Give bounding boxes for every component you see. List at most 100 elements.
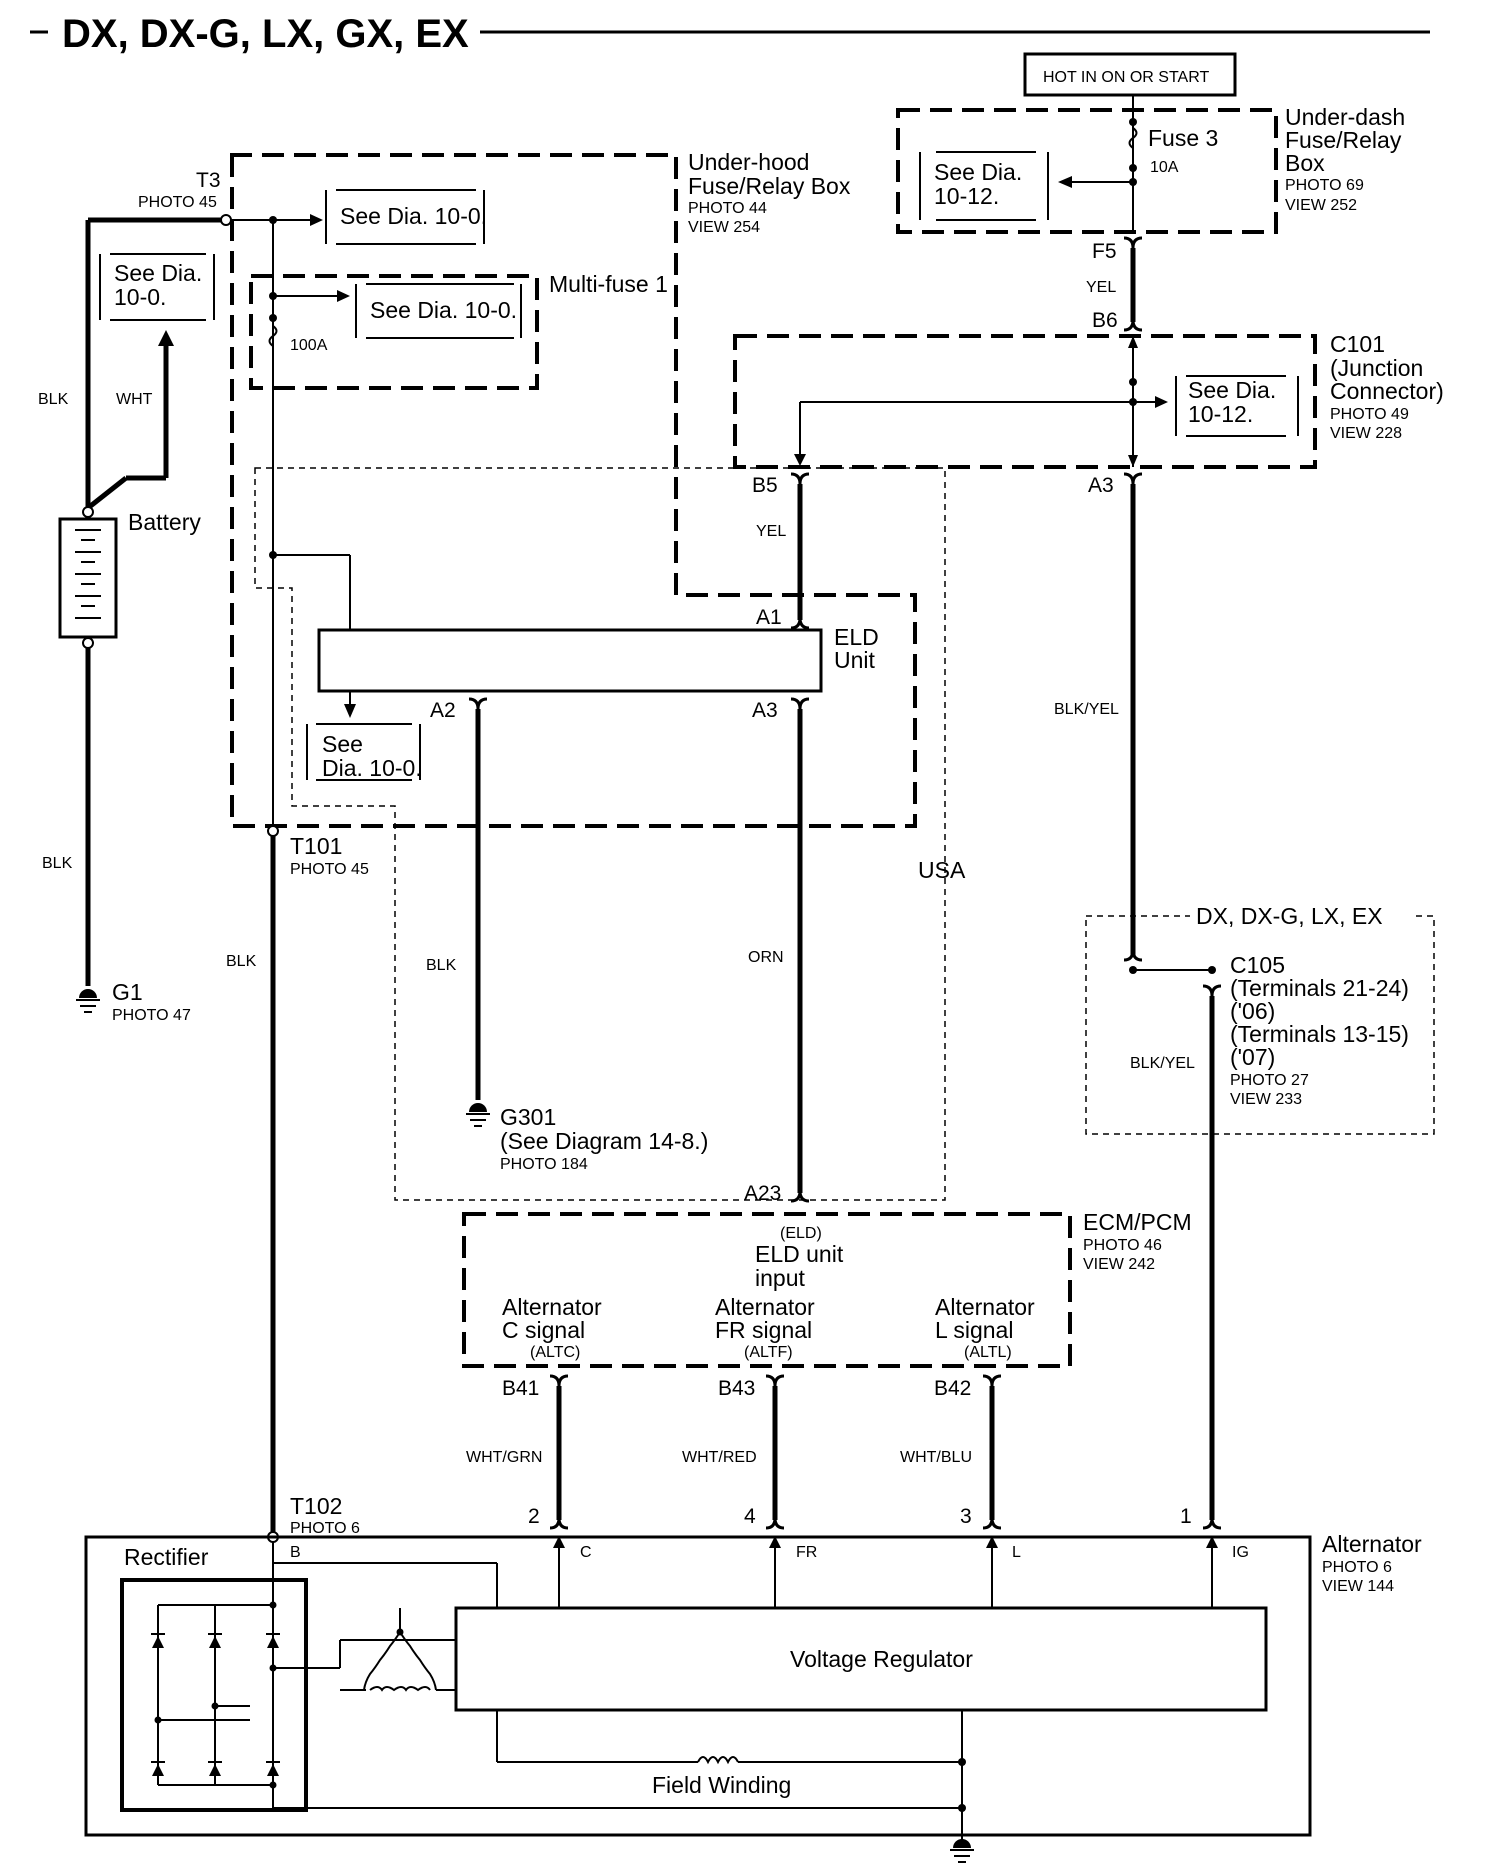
eld-unit-body [317, 628, 823, 693]
pin-1: 1 [1180, 1505, 1192, 1528]
terminal-ig-label: IG [1232, 1544, 1249, 1561]
c105-region-label: DX, DX-G, LX, EX [1196, 903, 1383, 929]
c105-ref-1: PHOTO 27 [1230, 1072, 1309, 1089]
pin-a3-eld: A3 [752, 699, 778, 722]
pin-b41: B41 [502, 1377, 539, 1400]
ground-g1-icon [76, 989, 100, 1013]
underdash-box-ref-1: PHOTO 69 [1285, 177, 1364, 194]
wire-label-yel-f5: YEL [1086, 279, 1116, 296]
wire-label-whtgrn: WHT/GRN [466, 1449, 542, 1466]
g301-ref: PHOTO 184 [500, 1156, 588, 1173]
see-dia-e-line1: See Dia. [1188, 377, 1276, 403]
c101-label-3: Connector) [1330, 378, 1444, 404]
altf-line1: Alternator [715, 1294, 815, 1320]
c105-node-right [1208, 966, 1216, 974]
ground-g301-icon [466, 1103, 490, 1127]
multifuse-1-label: Multi-fuse 1 [549, 271, 668, 297]
see-dia-box-a [99, 253, 215, 321]
power-note-box [1023, 52, 1237, 97]
pin-2-symbol [549, 1517, 569, 1530]
underdash-box-label-2: Fuse/Relay [1285, 127, 1402, 153]
see-dia-d-line1: See Dia. [934, 159, 1022, 185]
terminal-l-label: L [1012, 1544, 1021, 1561]
pin-a1-symbol [790, 617, 810, 630]
pin-a1: A1 [756, 606, 782, 629]
underhood-box-ref-2: VIEW 254 [688, 219, 760, 236]
page-title: DX, DX-G, LX, GX, EX [62, 12, 469, 56]
terminal-fr-label: FR [796, 1544, 817, 1561]
c105-region-outline [1085, 915, 1435, 1135]
field-winding-label: Field Winding [652, 1772, 791, 1798]
wire-label-blkyel-2: BLK/YEL [1130, 1055, 1195, 1072]
eld-unit-label-2: Unit [834, 647, 876, 673]
fuse3-rating: 10A [1150, 159, 1179, 176]
see-dia-a-line2: 10-0. [114, 284, 166, 310]
pin-b6: B6 [1092, 309, 1118, 332]
pin-b41-symbol [549, 1374, 569, 1387]
field-winding-coil [697, 1756, 739, 1765]
t3-feed-arrow [310, 214, 323, 226]
c101-right-arrow [1155, 396, 1168, 408]
underdash-fuse-box [896, 108, 1278, 234]
multifuse-1-box [249, 274, 539, 390]
l-signal-arrow [986, 1536, 998, 1548]
see-dia-box-c [355, 283, 522, 339]
terminal-t101 [267, 825, 279, 837]
g1-label: G1 [112, 979, 143, 1005]
pin-1-symbol [1202, 1517, 1222, 1530]
see-dia-c-text: See Dia. 10-0. [370, 297, 517, 323]
c105-pin-lower [1202, 984, 1222, 997]
pin-b43: B43 [718, 1377, 755, 1400]
wire-label-whtred: WHT/RED [682, 1449, 757, 1466]
pin-b43-symbol [765, 1374, 785, 1387]
ig-signal-arrow [1206, 1536, 1218, 1548]
wire-label-yel-b5: YEL [756, 523, 786, 540]
usa-region-outline [254, 467, 946, 1201]
see-dia-e-line2: 10-12. [1188, 401, 1253, 427]
underhood-box-ref-1: PHOTO 44 [688, 200, 767, 217]
rectifier-diode-bridge [151, 1601, 280, 1789]
fuse3-node-top [1129, 118, 1137, 126]
underdash-box-label-3: Box [1285, 150, 1325, 176]
power-note: HOT IN ON OR START [1043, 69, 1209, 86]
ecm-eld-code: (ELD) [780, 1225, 822, 1242]
pin-3-symbol [982, 1517, 1002, 1530]
c101-ref-1: PHOTO 49 [1330, 406, 1409, 423]
pin-a3-eld-symbol [790, 697, 810, 710]
altc-line2: C signal [502, 1317, 585, 1343]
fuse3-node-bottom [1129, 164, 1137, 172]
wire-label-whtblu: WHT/BLU [900, 1449, 972, 1466]
ecm-ref-2: VIEW 242 [1083, 1256, 1155, 1273]
c101-label-1: C101 [1330, 331, 1385, 357]
multifuse-node-mid [269, 314, 277, 322]
altl-line3: (ALTL) [964, 1344, 1012, 1361]
c101-bus-arrow-bottom [1128, 455, 1138, 467]
see-dia-box-e [1175, 375, 1299, 437]
multifuse-symbol [268, 325, 278, 347]
pin-b42-symbol [982, 1374, 1002, 1387]
see-dia-a-line1: See Dia. [114, 260, 202, 286]
altl-line1: Alternator [935, 1294, 1035, 1320]
see-dia-f-line1: See [322, 731, 363, 757]
altl-line2: L signal [935, 1317, 1013, 1343]
g301-note: (See Diagram 14-8.) [500, 1128, 708, 1154]
lower-branch-arrow [344, 704, 356, 718]
alternator-ground-icon [950, 1839, 974, 1863]
c105-label-1: C105 [1230, 952, 1285, 978]
g301-label: G301 [500, 1104, 556, 1130]
pin-a3-c101-symbol [1123, 472, 1143, 485]
stator-winding-icon [273, 1608, 456, 1692]
t101-label: T101 [290, 833, 342, 859]
altc-line1: Alternator [502, 1294, 602, 1320]
pin-a2: A2 [430, 699, 456, 722]
see-dia-b-text: See Dia. 10-0. [340, 203, 487, 229]
underdash-box-ref-2: VIEW 252 [1285, 197, 1357, 214]
pin-2: 2 [528, 1505, 540, 1528]
altf-line2: FR signal [715, 1317, 812, 1343]
rectifier-box [120, 1578, 308, 1812]
c101-junction-box [733, 334, 1317, 469]
voltage-regulator-label: Voltage Regulator [790, 1646, 973, 1672]
c105-label-2: (Terminals 21-24) [1230, 975, 1409, 1001]
wire-label-blkyel-1: BLK/YEL [1054, 701, 1119, 718]
pin-f5-symbol [1123, 236, 1143, 249]
